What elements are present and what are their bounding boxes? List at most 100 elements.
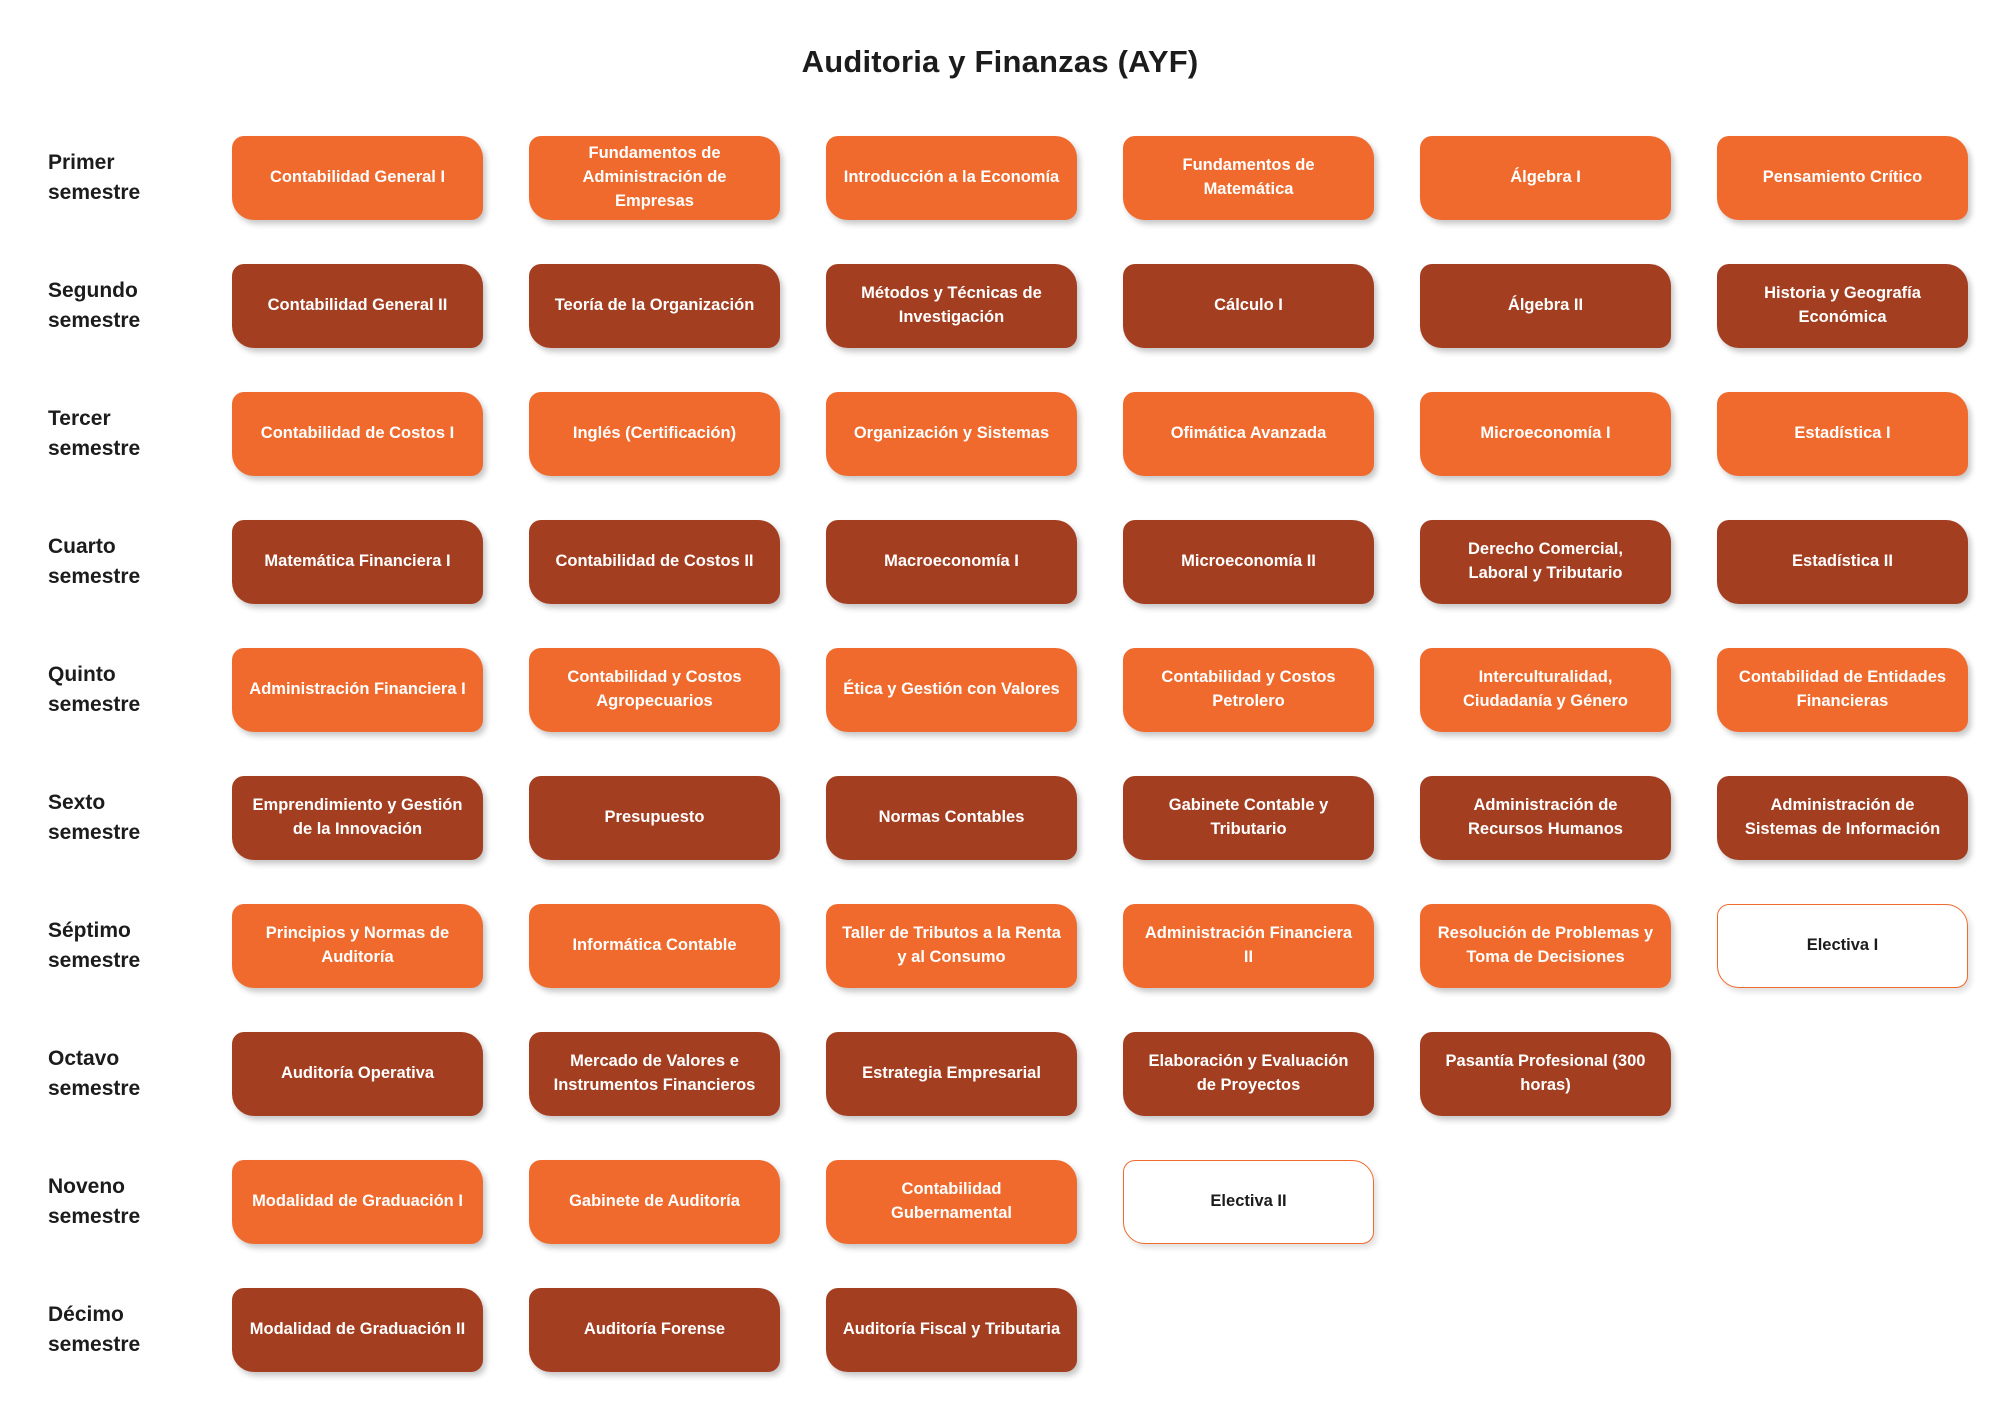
- course-name: Ofimática Avanzada: [1170, 424, 1327, 443]
- course-card: Contabilidad de Costos I: [232, 392, 483, 476]
- course-name: Álgebra II: [1507, 296, 1584, 315]
- course-name: Normas Contables: [878, 808, 1025, 827]
- course-name: Elaboración y Evaluación de Proyectos: [1148, 1052, 1349, 1094]
- course-name: Contabilidad General I: [269, 168, 446, 187]
- course-name: Contabilidad General II: [267, 296, 448, 315]
- course-name: Fundamentos de Administración de Empresa…: [582, 144, 727, 210]
- course-name: Modalidad de Graduación II: [249, 1320, 466, 1339]
- semester-label: Décimo semestre: [48, 1302, 141, 1356]
- course-name: Resolución de Problemas y Toma de Decisi…: [1437, 924, 1654, 966]
- semester-label: Segundo semestre: [48, 278, 141, 332]
- course-name: Interculturalidad, Ciudadanía y Género: [1462, 668, 1629, 710]
- course-card: Ofimática Avanzada: [1123, 392, 1374, 476]
- course-card: Teoría de la Organización: [529, 264, 780, 348]
- course-card: Emprendimiento y Gestión de la Innovació…: [232, 776, 483, 860]
- course-card: Introducción a la Economía: [826, 136, 1077, 220]
- course-name: Informática Contable: [572, 936, 737, 955]
- course-card: Fundamentos de Administración de Empresa…: [529, 136, 780, 220]
- course-name: Ética y Gestión con Valores: [843, 680, 1060, 699]
- course-card: Gabinete Contable y Tributario: [1123, 776, 1374, 860]
- course-card: Ética y Gestión con Valores: [826, 648, 1077, 732]
- course-card: Informática Contable: [529, 904, 780, 988]
- course-card: Álgebra II: [1420, 264, 1671, 348]
- course-card: Principios y Normas de Auditoría: [232, 904, 483, 988]
- course-name: Introducción a la Economía: [843, 168, 1060, 187]
- course-name: Derecho Comercial, Laboral y Tributario: [1468, 540, 1623, 582]
- course-card: Estadística I: [1717, 392, 1968, 476]
- course-name: Microeconomía II: [1181, 552, 1316, 571]
- course-name: Electiva I: [1806, 936, 1879, 955]
- semester-label: Quinto semestre: [48, 662, 141, 716]
- course-name: Contabilidad de Costos I: [260, 424, 455, 443]
- course-name: Métodos y Técnicas de Investigación: [861, 284, 1042, 326]
- course-card: Contabilidad General II: [232, 264, 483, 348]
- course-card: Organización y Sistemas: [826, 392, 1077, 476]
- course-name: Taller de Tributos a la Renta y al Consu…: [842, 924, 1061, 966]
- course-card: Normas Contables: [826, 776, 1077, 860]
- course-name: Macroeconomía I: [884, 552, 1019, 571]
- course-name: Historia y Geografía Económica: [1764, 284, 1921, 326]
- course-card: Gabinete de Auditoría: [529, 1160, 780, 1244]
- course-name: Auditoría Operativa: [280, 1064, 435, 1083]
- course-card: Taller de Tributos a la Renta y al Consu…: [826, 904, 1077, 988]
- course-card: Interculturalidad, Ciudadanía y Género: [1420, 648, 1671, 732]
- course-name: Estadística II: [1792, 552, 1893, 571]
- course-name: Teoría de la Organización: [554, 296, 755, 315]
- course-name: Contabilidad Gubernamental: [890, 1180, 1013, 1222]
- course-name: Modalidad de Graduación I: [252, 1192, 463, 1211]
- course-name: Cálculo I: [1214, 296, 1283, 315]
- course-card: Resolución de Problemas y Toma de Decisi…: [1420, 904, 1671, 988]
- semester-label: Cuarto semestre: [48, 534, 141, 588]
- course-card: Métodos y Técnicas de Investigación: [826, 264, 1077, 348]
- course-name: Administración Financiera I: [249, 680, 466, 699]
- page-title: Auditoria y Finanzas (AYF): [801, 44, 1199, 79]
- course-name: Inglés (Certificación): [572, 424, 737, 443]
- course-name: Presupuesto: [604, 808, 705, 827]
- course-name: Contabilidad de Costos II: [555, 552, 754, 571]
- course-card: Fundamentos de Matemática: [1123, 136, 1374, 220]
- course-card: Estrategia Empresarial: [826, 1032, 1077, 1116]
- course-card: Derecho Comercial, Laboral y Tributario: [1420, 520, 1671, 604]
- course-name: Administración de Recursos Humanos: [1468, 796, 1623, 838]
- course-name: Emprendimiento y Gestión de la Innovació…: [252, 796, 463, 838]
- course-name: Auditoría Forense: [583, 1320, 726, 1339]
- course-card: Auditoría Fiscal y Tributaria: [826, 1288, 1077, 1372]
- course-card: Auditoría Operativa: [232, 1032, 483, 1116]
- course-card: Pensamiento Crítico: [1717, 136, 1968, 220]
- course-card: Microeconomía I: [1420, 392, 1671, 476]
- semester-label: Noveno semestre: [48, 1174, 141, 1228]
- course-card: Matemática Financiera I: [232, 520, 483, 604]
- course-name: Auditoría Fiscal y Tributaria: [842, 1320, 1061, 1339]
- course-card: Contabilidad de Entidades Financieras: [1717, 648, 1968, 732]
- course-name: Contabilidad y Costos Agropecuarios: [567, 668, 742, 710]
- course-card: Elaboración y Evaluación de Proyectos: [1123, 1032, 1374, 1116]
- course-name: Administración Financiera II: [1144, 924, 1353, 966]
- course-name: Microeconomía I: [1480, 424, 1611, 443]
- course-name: Principios y Normas de Auditoría: [265, 924, 450, 966]
- course-card: Administración Financiera II: [1123, 904, 1374, 988]
- course-name: Matemática Financiera I: [264, 552, 451, 571]
- curriculum-grid: Primer semestre Contabilidad General I Fun…: [0, 136, 2000, 1372]
- course-name: Electiva II: [1210, 1192, 1287, 1211]
- course-name: Estadística I: [1794, 424, 1891, 443]
- course-name: Administración de Sistemas de Informació…: [1744, 796, 1941, 838]
- course-card: Microeconomía II: [1123, 520, 1374, 604]
- elective-course-card: Electiva II: [1123, 1160, 1374, 1244]
- course-card: Presupuesto: [529, 776, 780, 860]
- course-card: Administración de Sistemas de Informació…: [1717, 776, 1968, 860]
- course-card: Contabilidad y Costos Petrolero: [1123, 648, 1374, 732]
- course-name: Mercado de Valores e Instrumentos Financ…: [553, 1052, 756, 1094]
- course-name: Pensamiento Crítico: [1762, 168, 1923, 187]
- course-name: Contabilidad de Entidades Financieras: [1738, 668, 1947, 710]
- curriculum-board: Auditoria y Finanzas (AYF) Primer semest…: [0, 44, 2000, 1372]
- course-card: Administración Financiera I: [232, 648, 483, 732]
- semester-label: Primer semestre: [48, 150, 141, 204]
- course-name: Gabinete de Auditoría: [569, 1192, 740, 1211]
- course-card: Contabilidad Gubernamental: [826, 1160, 1077, 1244]
- course-card: Historia y Geografía Económica: [1717, 264, 1968, 348]
- course-name: Fundamentos de Matemática: [1182, 156, 1315, 198]
- course-name: Gabinete Contable y Tributario: [1168, 796, 1329, 838]
- course-card: Álgebra I: [1420, 136, 1671, 220]
- course-card: Pasantía Profesional (300 horas): [1420, 1032, 1671, 1116]
- course-card: Auditoría Forense: [529, 1288, 780, 1372]
